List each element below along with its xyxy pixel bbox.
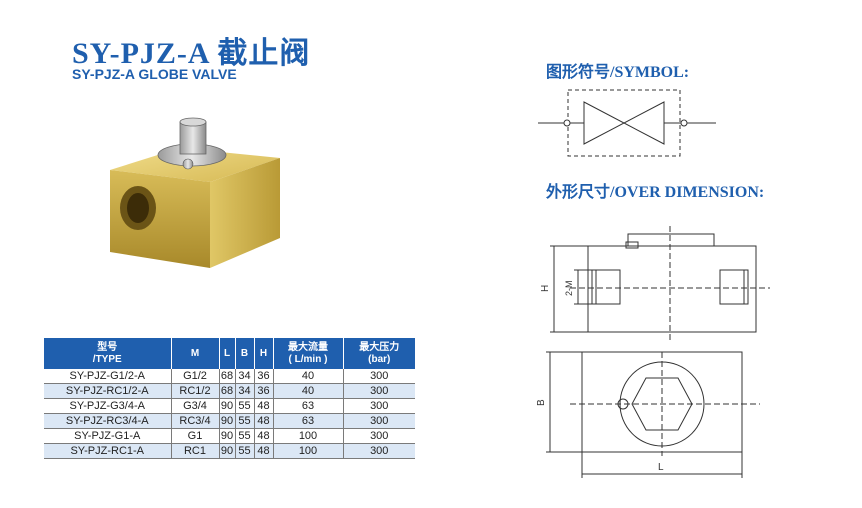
cell-max-flow: 63 [273,398,344,414]
cell-l: 90 [219,428,236,444]
cell-h: 48 [254,428,274,444]
column-header-max-flow: 最大流量 ( L/min ) [273,338,344,369]
column-header-max-pressure: 最大压力 (bar) [343,338,415,369]
product-image [110,117,280,268]
cell-m: RC1 [171,443,220,459]
cell-max-pressure: 300 [343,369,415,384]
page-title: SY-PJZ-A 截止阀 [72,37,311,70]
cell-max-flow: 63 [273,413,344,429]
cell-b: 55 [235,413,255,429]
column-header-l: L [219,338,236,369]
cell-max-pressure: 300 [343,428,415,444]
column-header-h: H [254,338,274,369]
cell-h: 48 [254,413,274,429]
table-row: SY-PJZ-G1-A G1 90 55 48 100 300 [44,428,415,444]
cell-max-flow: 40 [273,369,344,384]
cell-m: RC3/4 [171,413,220,429]
cell-l: 90 [219,413,236,429]
cell-l: 90 [219,443,236,459]
cell-m: RC1/2 [171,383,220,399]
cell-type: SY-PJZ-G1-A [44,428,172,444]
cell-m: G3/4 [171,398,220,414]
dim-label-m: 2-M [564,281,574,297]
cell-l: 68 [219,383,236,399]
table-header-row: 型号 /TYPE M L B H 最大流量 ( L/min ) 最大压力 (ba… [44,338,415,369]
cell-type: SY-PJZ-G1/2-A [44,369,172,384]
table-row: SY-PJZ-RC1/2-A RC1/2 68 34 36 40 300 [44,383,415,399]
cell-h: 36 [254,383,274,399]
cell-max-flow: 40 [273,383,344,399]
cell-type: SY-PJZ-RC3/4-A [44,413,172,429]
cell-h: 36 [254,369,274,384]
table-row: SY-PJZ-G3/4-A G3/4 90 55 48 63 300 [44,398,415,414]
cell-b: 55 [235,398,255,414]
cell-type: SY-PJZ-G3/4-A [44,398,172,414]
cell-type: SY-PJZ-RC1/2-A [44,383,172,399]
spec-table: 型号 /TYPE M L B H 最大流量 ( L/min ) 最大压力 (ba… [44,338,415,459]
cell-l: 90 [219,398,236,414]
cell-b: 55 [235,443,255,459]
cell-max-pressure: 300 [343,398,415,414]
cell-b: 34 [235,383,255,399]
dim-label-b: B [536,399,547,406]
cell-max-pressure: 300 [343,413,415,429]
cell-max-pressure: 300 [343,383,415,399]
cell-l: 68 [219,369,236,384]
table-row: SY-PJZ-RC1-A RC1 90 55 48 100 300 [44,443,415,459]
cell-b: 55 [235,428,255,444]
column-header-type: 型号 /TYPE [44,338,172,369]
page-subtitle: SY-PJZ-A GLOBE VALVE [72,66,237,82]
dim-label-h: H [540,285,551,292]
cell-max-flow: 100 [273,443,344,459]
cell-max-pressure: 300 [343,443,415,459]
dimension-drawing: H 2-M B L [536,226,770,478]
cell-m: G1 [171,428,220,444]
table-row: SY-PJZ-RC3/4-A RC3/4 90 55 48 63 300 [44,413,415,429]
cell-h: 48 [254,443,274,459]
cell-type: SY-PJZ-RC1-A [44,443,172,459]
cell-max-flow: 100 [273,428,344,444]
table-row: SY-PJZ-G1/2-A G1/2 68 34 36 40 300 [44,369,415,384]
cell-b: 34 [235,369,255,384]
cell-m: G1/2 [171,369,220,384]
cell-h: 48 [254,398,274,414]
symbol-heading: 图形符号/SYMBOL: [546,64,690,81]
valve-symbol [538,89,716,157]
dim-label-l: L [658,462,664,473]
column-header-b: B [235,338,255,369]
column-header-m: M [171,338,220,369]
dimension-heading: 外形尺寸/OVER DIMENSION: [546,184,765,201]
